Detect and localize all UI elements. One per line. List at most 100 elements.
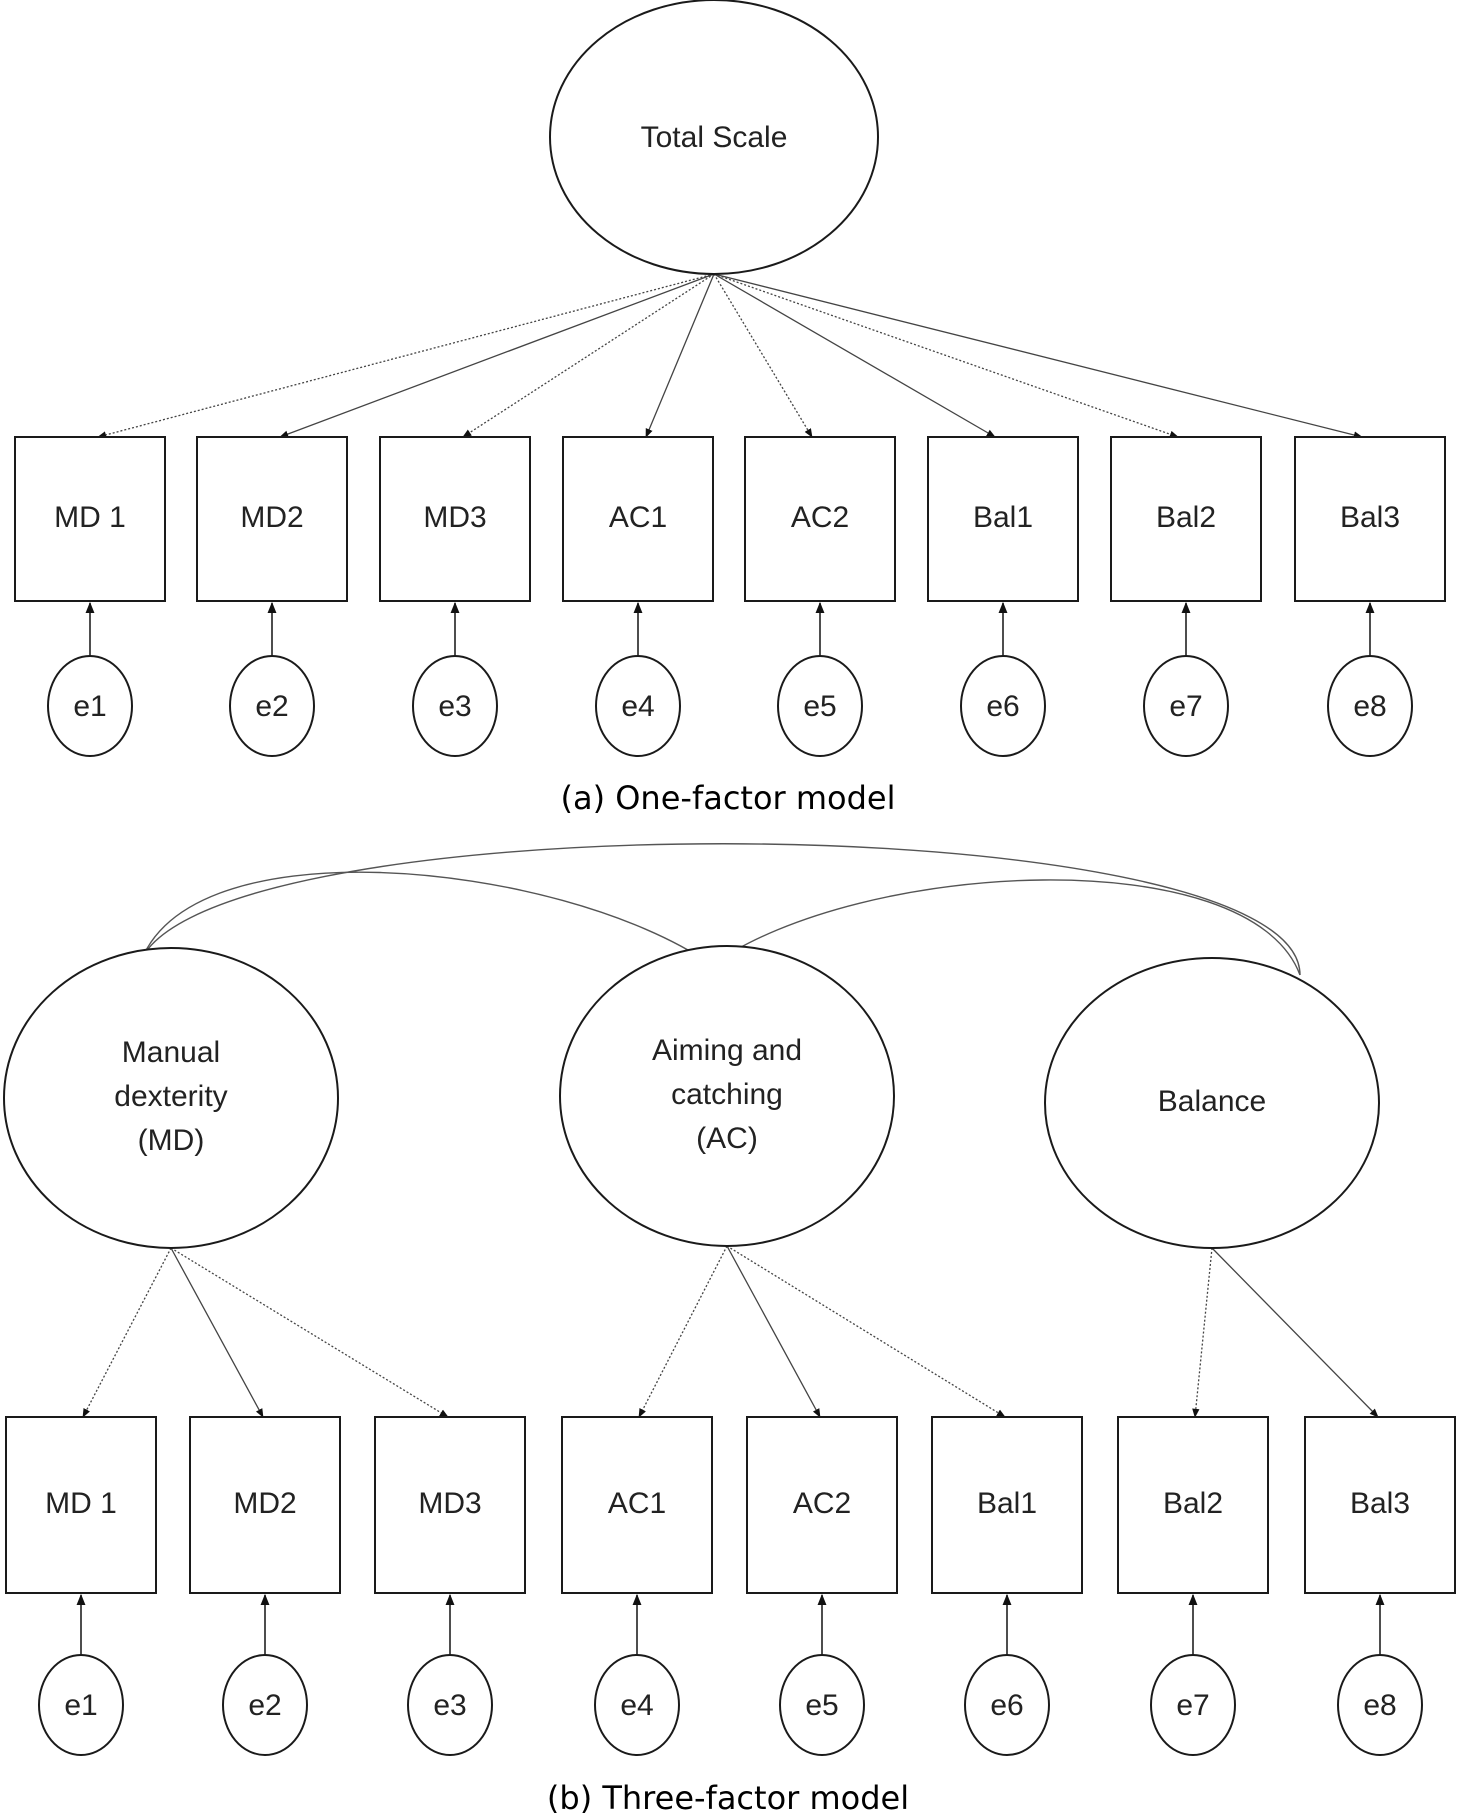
- indicator-box: [562, 436, 714, 602]
- error-e6: e6: [960, 655, 1046, 757]
- error-ellipse: [1337, 1654, 1423, 1756]
- loading-total-bal3: [713, 273, 1363, 439]
- error-label: e6: [990, 1689, 1023, 1722]
- covariance-md-ac: [136, 871, 713, 976]
- total-scale-factor: Total Scale: [549, 0, 879, 275]
- indicator-box: [927, 436, 1079, 602]
- error-ellipse: [1150, 1654, 1236, 1756]
- error-ellipse: [412, 655, 498, 757]
- error-ellipse: [47, 655, 133, 757]
- error-ellipse: [1327, 655, 1413, 757]
- indicator-label: MD2: [233, 1487, 296, 1520]
- factor-covariances: [136, 843, 1301, 976]
- indicator-label: Bal3: [1340, 501, 1400, 534]
- indicator-label: MD 1: [54, 501, 126, 534]
- loading-manual-dexterity-md-1: [82, 1247, 172, 1418]
- indicator-label: AC2: [791, 501, 849, 534]
- loading-aiming-and-catching-bal1: [726, 1245, 1006, 1418]
- loading-total-bal1: [713, 273, 996, 438]
- error-label: e4: [620, 1689, 653, 1722]
- error-label: e3: [438, 690, 471, 723]
- indicator-label: Bal2: [1156, 501, 1216, 534]
- error-ellipse: [960, 655, 1046, 757]
- error-label: e7: [1176, 1689, 1209, 1722]
- error-e5: e5: [779, 1654, 865, 1756]
- error-label: e2: [255, 690, 288, 723]
- indicator-bal3: Bal3: [1294, 436, 1446, 602]
- indicator-label: MD3: [418, 1487, 481, 1520]
- indicator-box: [379, 436, 531, 602]
- error-e6: e6: [964, 1654, 1050, 1756]
- indicator-box: [1304, 1416, 1456, 1594]
- aiming-and-catching-label-line: catching: [671, 1078, 783, 1111]
- one-factor-error-paths: [85, 601, 1375, 656]
- error-ellipse: [222, 1654, 308, 1756]
- indicator-bal2: Bal2: [1117, 1416, 1269, 1594]
- covariance-md-balance: [136, 843, 1301, 976]
- error-e8: e8: [1337, 1654, 1423, 1756]
- indicator-bal3: Bal3: [1304, 1416, 1456, 1594]
- caption-three-factor: (b) Three-factor model: [547, 1779, 909, 1817]
- indicator-label: MD 1: [45, 1487, 117, 1520]
- balance-label-line: Balance: [1158, 1085, 1266, 1118]
- indicator-md2: MD2: [196, 436, 348, 602]
- error-e3: e3: [407, 1654, 493, 1756]
- indicator-box: [1294, 436, 1446, 602]
- indicator-bal1: Bal1: [927, 436, 1079, 602]
- error-ellipse: [407, 1654, 493, 1756]
- indicator-bal1: Bal1: [931, 1416, 1083, 1594]
- indicator-box: [561, 1416, 713, 1594]
- indicator-box: [744, 436, 896, 602]
- error-e2: e2: [229, 655, 315, 757]
- error-e7: e7: [1143, 655, 1229, 757]
- error-label: e1: [73, 690, 106, 723]
- loading-aiming-and-catching-ac1: [638, 1245, 728, 1418]
- indicator-box: [1117, 1416, 1269, 1594]
- indicator-label: AC2: [793, 1487, 851, 1520]
- indicator-md3: MD3: [374, 1416, 526, 1594]
- indicator-label: AC1: [609, 501, 667, 534]
- balance-ellipse: [1044, 957, 1380, 1249]
- aiming-and-catching-label-line: Aiming and: [652, 1034, 802, 1067]
- error-label: e1: [64, 1689, 97, 1722]
- error-label: e6: [986, 690, 1019, 723]
- loading-total-md-1: [97, 273, 715, 439]
- indicator-label: Bal1: [973, 501, 1033, 534]
- indicator-box: [746, 1416, 898, 1594]
- error-label: e8: [1353, 690, 1386, 723]
- error-label: e7: [1169, 690, 1202, 723]
- indicator-ac1: AC1: [562, 436, 714, 602]
- error-label: e5: [803, 690, 836, 723]
- aiming-and-catching-ellipse: [559, 945, 895, 1247]
- error-e8: e8: [1327, 655, 1413, 757]
- indicator-box: [196, 436, 348, 602]
- indicator-box: [1110, 436, 1262, 602]
- indicator-md-1: MD 1: [5, 1416, 157, 1594]
- error-e1: e1: [38, 1654, 124, 1756]
- manual-dexterity-label-line: (MD): [138, 1124, 205, 1157]
- total-scale-label: Total Scale: [641, 121, 788, 154]
- indicator-label: Bal3: [1350, 1487, 1410, 1520]
- loading-manual-dexterity-md3: [170, 1247, 449, 1418]
- loading-manual-dexterity-md2: [170, 1247, 264, 1418]
- error-ellipse: [777, 655, 863, 757]
- caption-one-factor: (a) One-factor model: [560, 779, 895, 817]
- covariance-ac-balance: [711, 879, 1301, 976]
- error-ellipse: [229, 655, 315, 757]
- error-e7: e7: [1150, 1654, 1236, 1756]
- indicator-bal2: Bal2: [1110, 436, 1262, 602]
- error-e5: e5: [777, 655, 863, 757]
- loading-total-bal2: [713, 273, 1179, 438]
- error-label: e3: [433, 1689, 466, 1722]
- aiming-and-catching-label-line: (AC): [696, 1122, 758, 1155]
- loading-balance-bal2: [1192, 1247, 1213, 1418]
- loading-total-ac2: [713, 273, 813, 438]
- indicator-box: [931, 1416, 1083, 1594]
- error-ellipse: [779, 1654, 865, 1756]
